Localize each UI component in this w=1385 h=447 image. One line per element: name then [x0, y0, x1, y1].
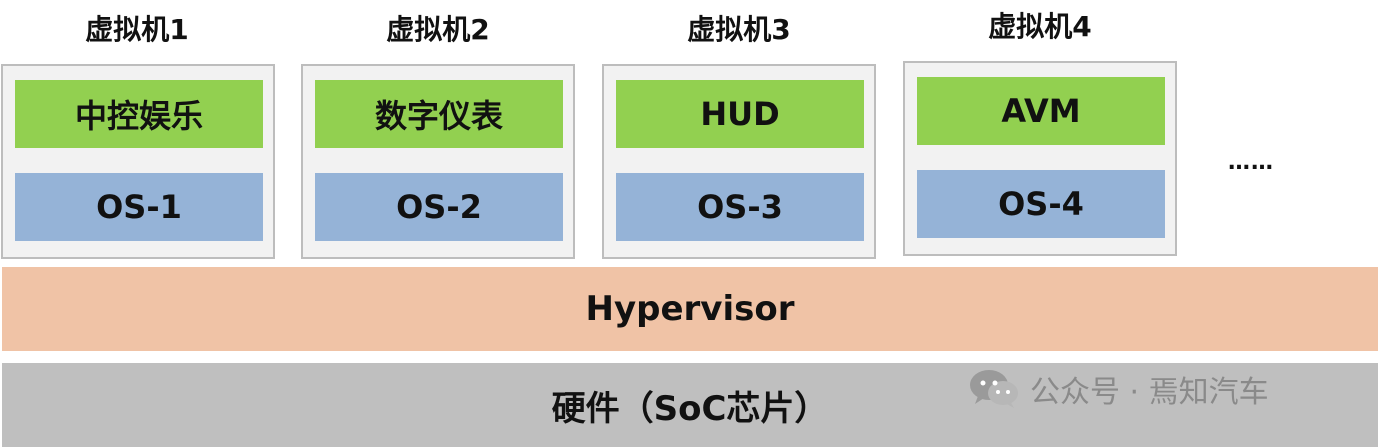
wechat-icon [970, 370, 1018, 408]
watermark: 公众号 · 焉知汽车 [968, 364, 1269, 414]
vm-4-title: 虚拟机4 [988, 10, 1092, 43]
vm-3-os-layer: OS-3 [616, 173, 864, 241]
vm-1-title: 虚拟机1 [85, 13, 189, 46]
vm-1-os-layer: OS-1 [15, 173, 263, 241]
watermark-text: 公众号 · 焉知汽车 [1030, 375, 1269, 410]
vm-1-box: 中控娱乐 OS-1 [1, 64, 275, 259]
vm-3-box: HUD OS-3 [602, 64, 876, 259]
vm-4-os-layer: OS-4 [917, 170, 1165, 238]
hypervisor-layer: Hypervisor [2, 267, 1378, 351]
vm-4-app-layer: AVM [917, 77, 1165, 145]
vm-2-title: 虚拟机2 [386, 13, 490, 46]
vm-4-box: AVM OS-4 [903, 61, 1177, 256]
vm-2-app-layer: 数字仪表 [315, 80, 563, 148]
vm-2-os-layer: OS-2 [315, 173, 563, 241]
vm-2-box: 数字仪表 OS-2 [301, 64, 575, 259]
vm-3-app-layer: HUD [616, 80, 864, 148]
vm-3-title: 虚拟机3 [687, 13, 791, 46]
hardware-layer: 硬件（SoC芯片） [2, 363, 1378, 447]
more-vms-ellipsis: …… [1228, 150, 1274, 175]
vm-1-app-layer: 中控娱乐 [15, 80, 263, 148]
